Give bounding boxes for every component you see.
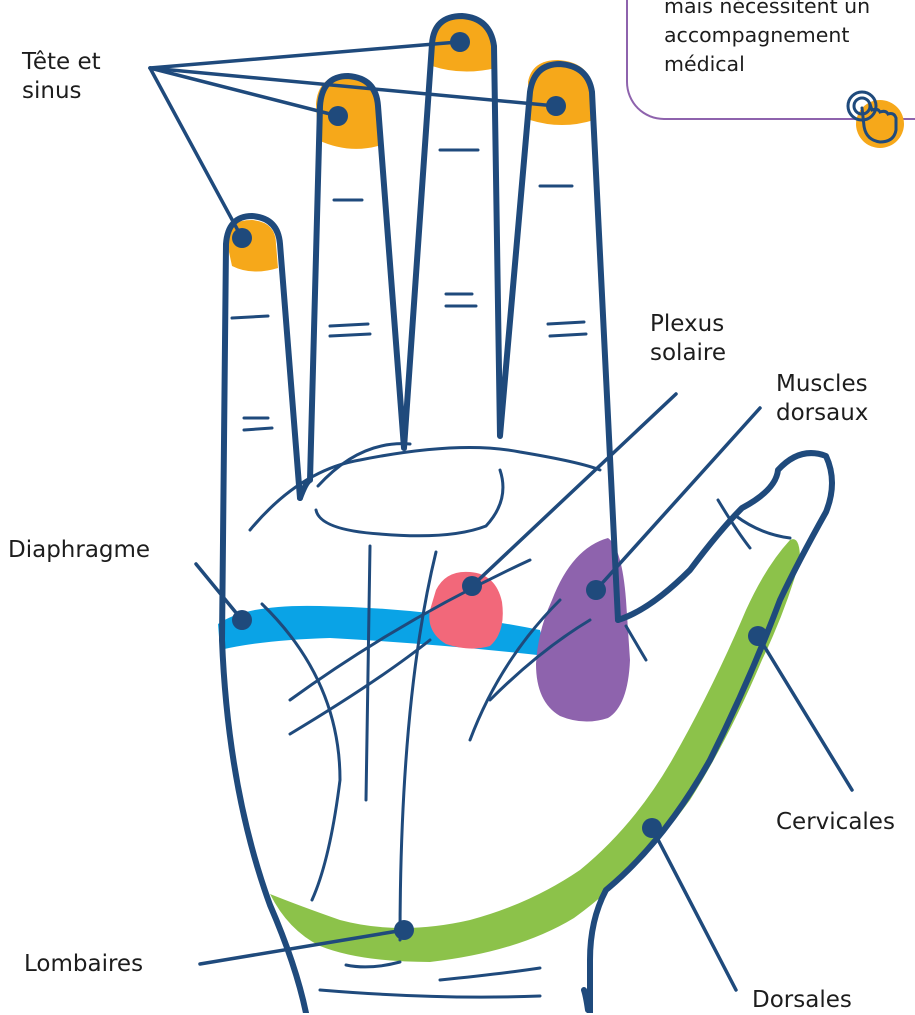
zone-spine (270, 539, 800, 962)
dot-diaphragm (232, 610, 252, 630)
label-plexus-solaire: Plexus solaire (650, 310, 726, 368)
dot-middle-tip (328, 106, 348, 126)
callout-text: mais nécessitent un accompagnement médic… (664, 0, 870, 79)
label-diaphragme: Diaphragme (8, 536, 150, 565)
label-tete-sinus: Tête et sinus (22, 48, 101, 106)
label-muscles-dorsaux: Muscles dorsaux (776, 370, 868, 428)
hand-outline (222, 16, 832, 1013)
dot-solar-plexus (462, 576, 482, 596)
label-cervicales: Cervicales (776, 808, 895, 837)
leader-lines (150, 42, 852, 990)
dot-back-muscles (586, 580, 606, 600)
label-lombaires: Lombaires (24, 950, 143, 979)
label-dorsales: Dorsales (752, 986, 852, 1015)
dot-cervicales (748, 626, 768, 646)
touch-hand-icon (836, 78, 910, 152)
dot-index-tip (232, 228, 252, 248)
dot-lombaires (394, 920, 414, 940)
zone-head-sinus-index (226, 220, 278, 272)
dot-little-tip (546, 96, 566, 116)
dot-ring-tip (450, 32, 470, 52)
dot-dorsales (642, 818, 662, 838)
